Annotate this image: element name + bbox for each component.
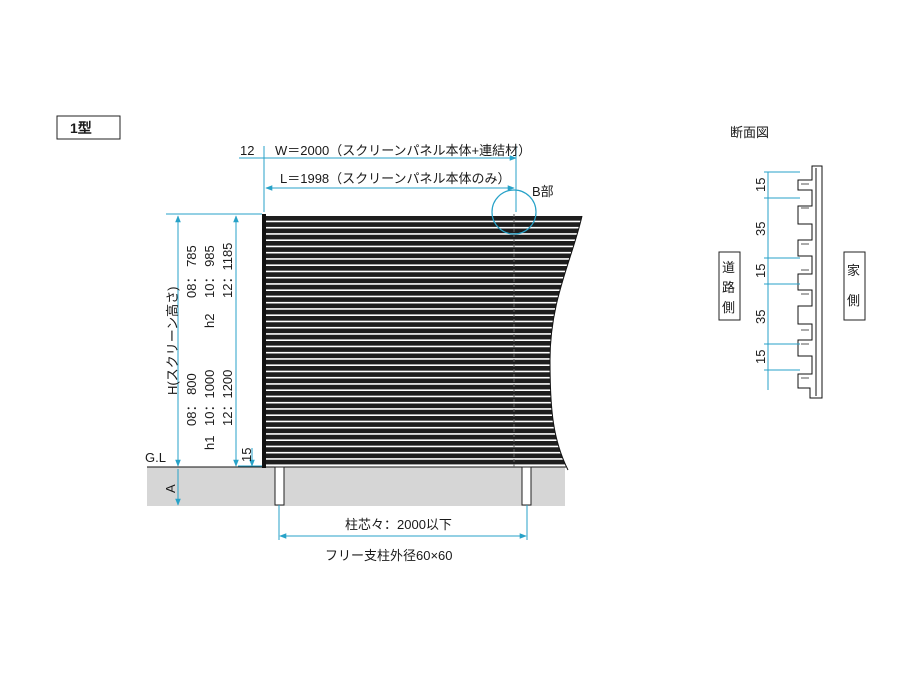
panel-slat [266, 416, 582, 421]
h1-value-12: 12：1200 [220, 370, 235, 426]
h1-values: 08： 800 10：1000 12：1200 [184, 370, 235, 426]
panel-slat [266, 222, 582, 227]
bottom-gap-label: 15 [239, 448, 254, 462]
panel-slat [266, 284, 582, 290]
road-side-char-3: 側 [722, 300, 735, 315]
pitch-3: 15 [753, 264, 768, 278]
panel-slat [266, 359, 582, 365]
h2-value-10: 10： 985 [202, 245, 217, 298]
panel-slat [266, 397, 582, 402]
panel-slat [266, 428, 582, 434]
section-pitches: 15 35 15 35 15 [753, 178, 768, 364]
h2-value-08: 08： 785 [184, 245, 199, 298]
panel-slat [266, 216, 582, 221]
panel-slat [266, 234, 582, 240]
type-label: 1型 [70, 120, 92, 136]
house-side-label: 家 側 [843, 251, 866, 321]
post-pitch-label: 柱芯々：2000以下 [345, 517, 452, 532]
panel-slat [266, 447, 582, 452]
panel-slat [266, 459, 582, 465]
h1-label: h1 [202, 436, 217, 450]
panel-slat [266, 297, 582, 302]
screen-panel [262, 214, 583, 471]
pitch-1: 15 [753, 178, 768, 192]
panel-slat [266, 309, 582, 315]
panel-slat [266, 409, 582, 415]
panel-slat [266, 259, 582, 265]
pitch-4: 35 [753, 310, 768, 324]
panel-slat [266, 403, 582, 409]
h2-values: 08： 785 10： 985 12：1185 [184, 243, 235, 298]
offset-12-label: 12 [240, 143, 254, 158]
panel-slat [266, 228, 582, 234]
panel-slat [266, 253, 582, 259]
section-profile [797, 165, 823, 399]
h1-value-08: 08： 800 [184, 373, 199, 426]
panel-slat [266, 241, 582, 246]
ground-band [147, 467, 565, 506]
panel-slat [266, 434, 582, 440]
panel-slat [266, 291, 582, 296]
post-spec-label: フリー支柱外径60×60 [325, 548, 453, 563]
b-part-circle [491, 189, 537, 235]
panel-slat [266, 372, 582, 377]
pitch-2: 35 [753, 222, 768, 236]
panel-slat [266, 328, 582, 334]
panel-slat [266, 347, 582, 352]
height-label: H(スクリーン高さ) [165, 287, 180, 395]
panel-slat [266, 316, 582, 321]
panel-slat [266, 378, 582, 384]
panel-slat [266, 272, 582, 277]
panel-slat [266, 247, 582, 252]
panel-slat [266, 441, 582, 446]
panel-slat [266, 334, 582, 340]
panel-slat [266, 303, 582, 309]
ground-label: G.L [145, 450, 166, 465]
road-side-label: 道 路 側 [718, 251, 741, 321]
h2-label: h2 [202, 314, 217, 328]
b-part-label: B部 [532, 184, 554, 199]
panel-slat [266, 391, 582, 396]
panel-slat [266, 266, 582, 271]
panel-slat [266, 322, 582, 327]
house-side-char-1: 家 [847, 263, 860, 278]
panel-slat [266, 278, 582, 284]
left-post [274, 466, 285, 506]
ground-a-label: A [163, 484, 178, 493]
width-label: W＝2000（スクリーンパネル本体+連結材） [275, 143, 531, 158]
h2-value-12: 12：1185 [220, 243, 235, 298]
panel-slat [266, 384, 582, 390]
road-side-char-1: 道 [722, 260, 735, 275]
road-side-char-2: 路 [722, 280, 735, 295]
right-post [521, 466, 532, 506]
type-label-box: 1型 [56, 115, 121, 140]
length-label: L＝1998（スクリーンパネル本体のみ） [280, 171, 511, 186]
panel-slat [266, 341, 582, 346]
panel-slat [266, 353, 582, 359]
panel-slat [266, 453, 582, 459]
house-side-char-2: 側 [847, 293, 860, 308]
pitch-5: 15 [753, 350, 768, 364]
section-pitch-ticks [764, 171, 800, 371]
panel-slat [266, 422, 582, 427]
section-title: 断面図 [730, 125, 769, 140]
panel-slat [266, 366, 582, 371]
h1-value-10: 10：1000 [202, 370, 217, 426]
